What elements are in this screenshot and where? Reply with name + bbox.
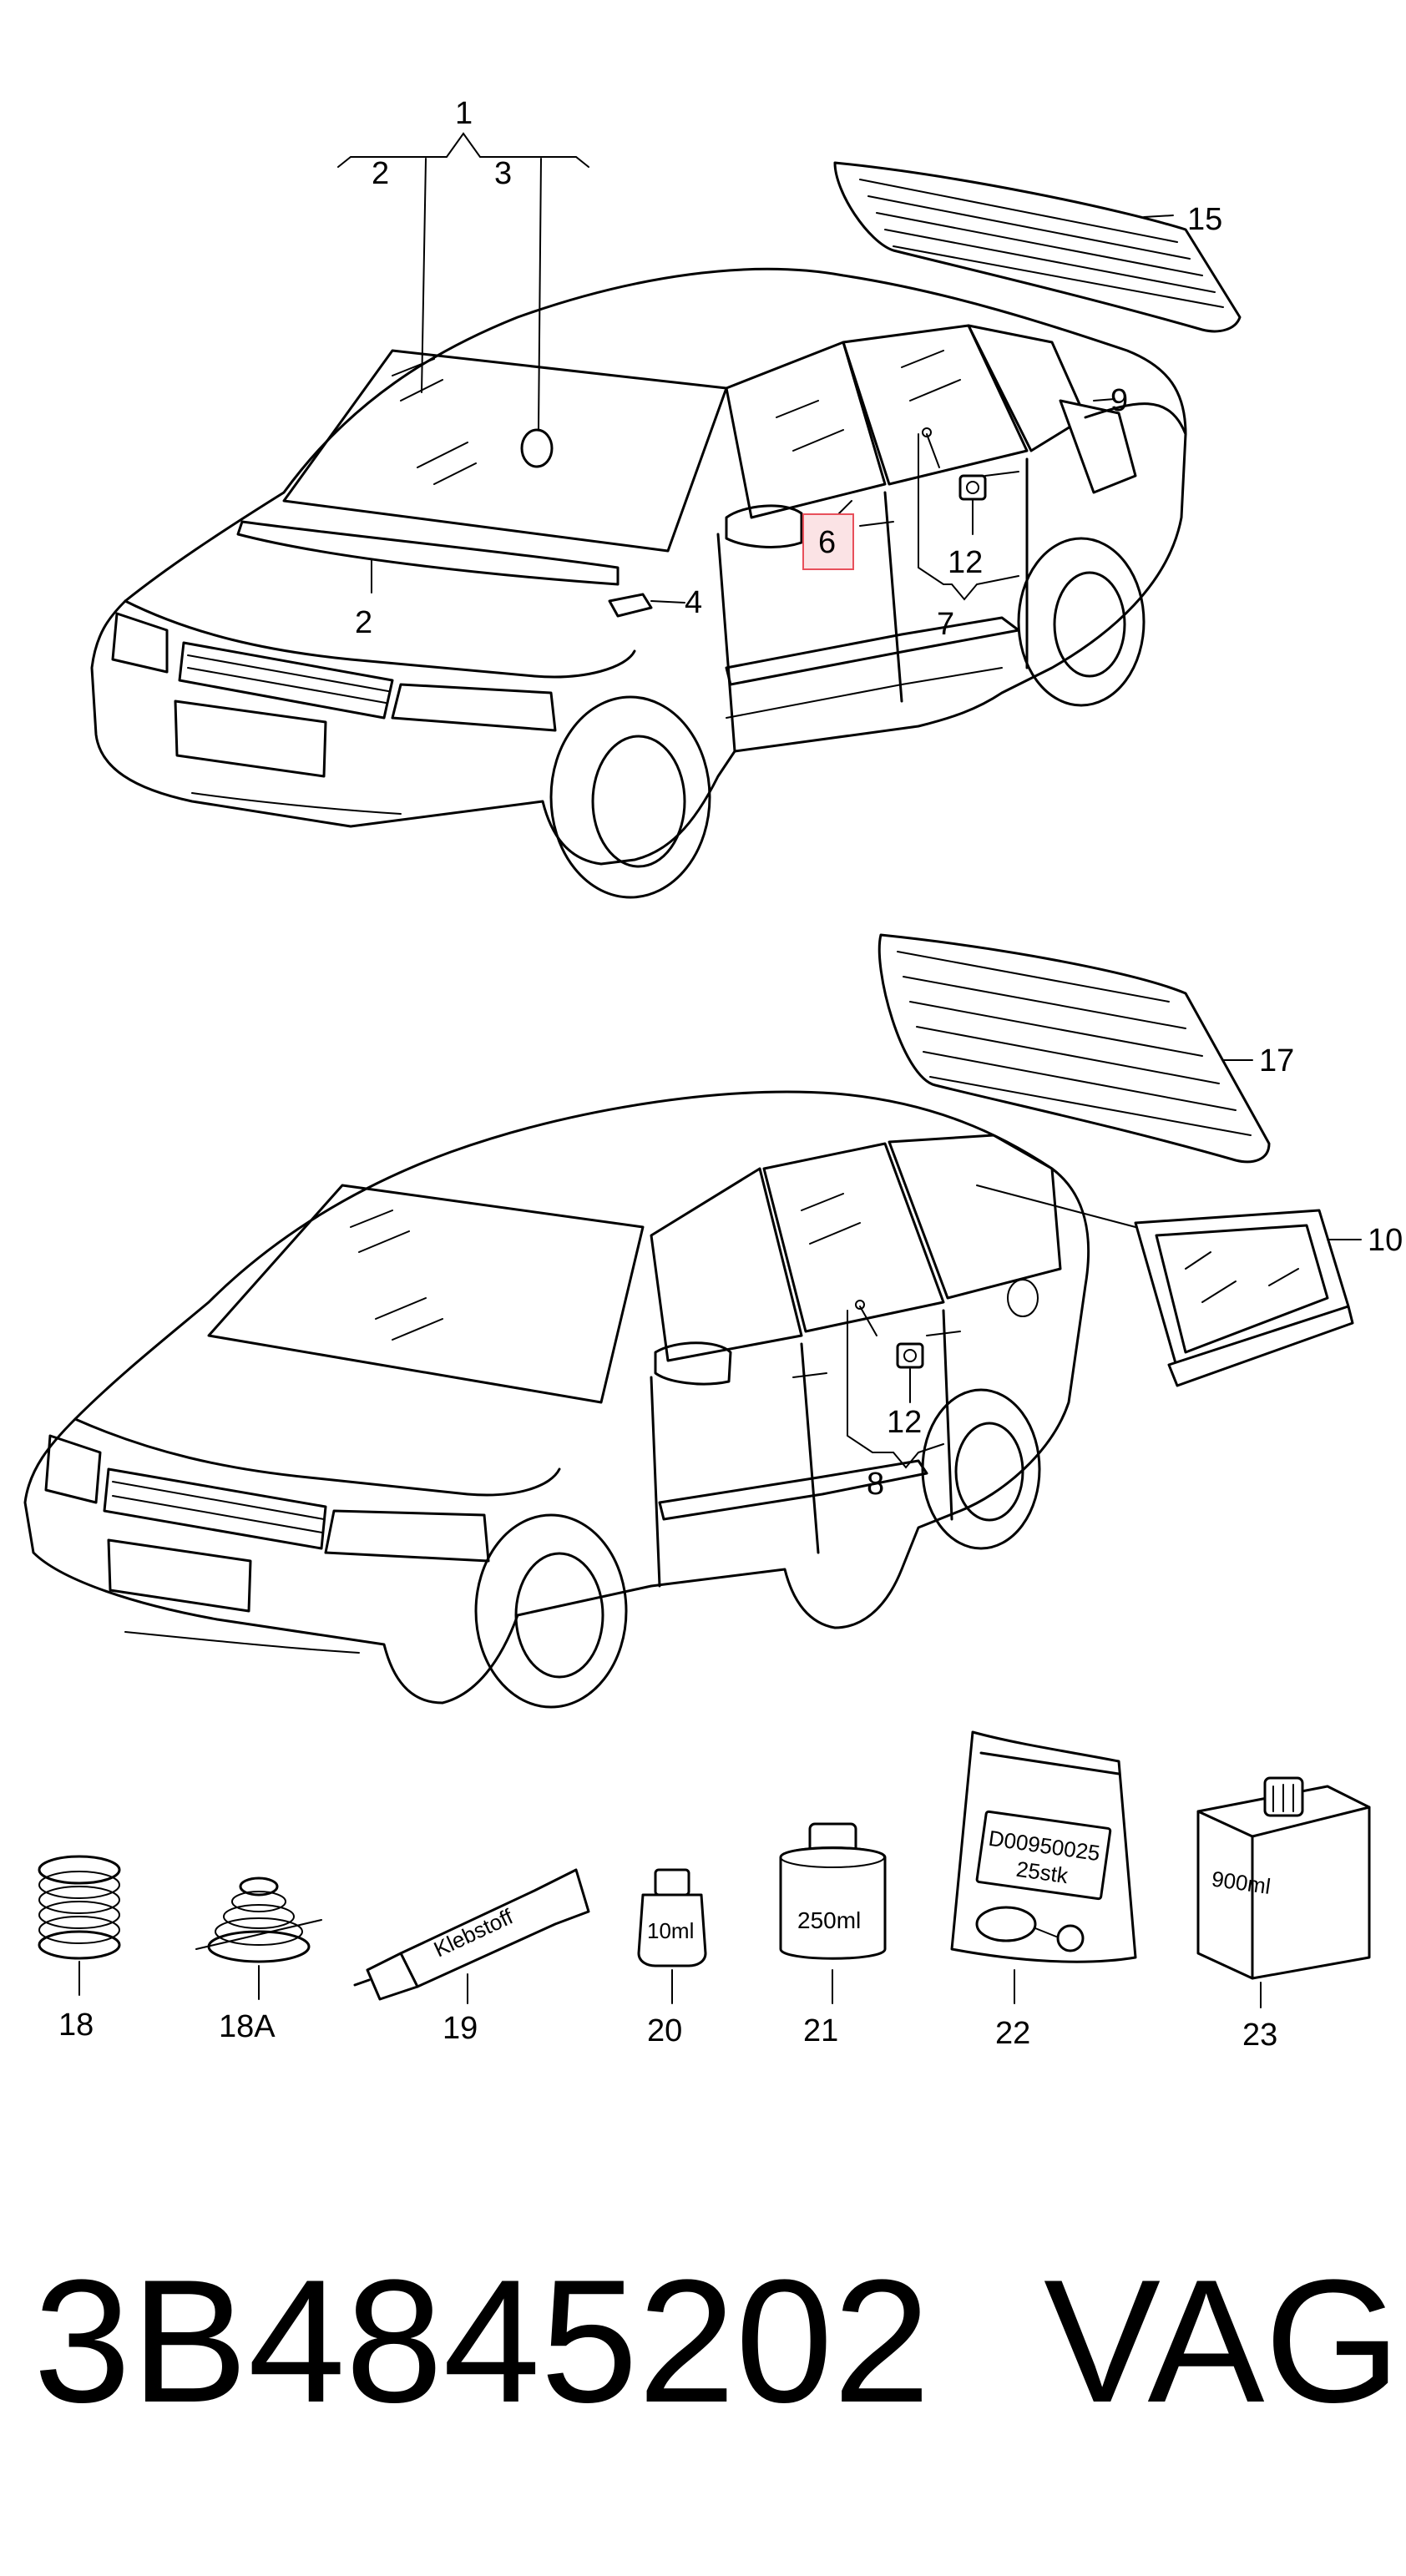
accessory-callouts: 18 18A 19 20 21 22 23	[58, 2008, 1277, 2053]
callout-15: 15	[1187, 202, 1222, 237]
estate-leaders	[847, 1059, 1362, 1469]
sedan-callouts: 1 2 3 15 9 2 4 6 12 7	[355, 96, 1222, 642]
rear-window-17	[877, 933, 1271, 1164]
adhesive-tube-19: Klebstoff	[353, 1868, 590, 2004]
callout-6: 6	[818, 525, 836, 560]
callout-7: 7	[937, 607, 954, 642]
bag-22: D00950025 25stk	[950, 1730, 1137, 2004]
callout-3: 3	[494, 156, 512, 191]
callout-8: 8	[867, 1467, 884, 1502]
bottle-label: 10ml	[647, 1918, 694, 1943]
brand-label: VAG	[1044, 2243, 1401, 2439]
callout-2-bottom: 2	[355, 605, 372, 640]
conical-spring-18a	[195, 1876, 322, 2000]
callout-2-top: 2	[372, 156, 389, 191]
side-glass-10	[1134, 1209, 1354, 1387]
estate-illustration	[23, 1090, 1090, 1709]
callout-12-estate: 12	[887, 1405, 922, 1440]
callout-18: 18	[58, 2008, 94, 2043]
callout-20: 20	[647, 2013, 682, 2048]
can-label: 250ml	[797, 1907, 861, 1933]
callout-23: 23	[1242, 2018, 1277, 2053]
canister-23: 900ml	[1196, 1776, 1371, 2008]
callout-12-sedan: 12	[948, 545, 983, 580]
callout-1: 1	[455, 96, 473, 131]
highlight-box-part-6	[802, 513, 854, 570]
rear-window-15	[833, 161, 1242, 333]
callout-21: 21	[803, 2013, 838, 2048]
callout-10: 10	[1368, 1223, 1403, 1258]
part-number: 3B4845202	[33, 2243, 931, 2439]
callout-22: 22	[995, 2016, 1030, 2051]
can-21: 250ml	[779, 1822, 887, 2004]
callout-4: 4	[685, 585, 702, 620]
estate-callouts: 17 10 12 8	[867, 1043, 1403, 1502]
callout-19: 19	[443, 2011, 478, 2046]
callout-9: 9	[1110, 383, 1128, 418]
small-bottle-20: 10ml	[637, 1868, 707, 2004]
spring-coil-18	[38, 1855, 121, 1996]
callout-18a: 18A	[219, 2009, 276, 2044]
sedan-illustration	[90, 267, 1187, 899]
callout-17: 17	[1259, 1043, 1294, 1078]
